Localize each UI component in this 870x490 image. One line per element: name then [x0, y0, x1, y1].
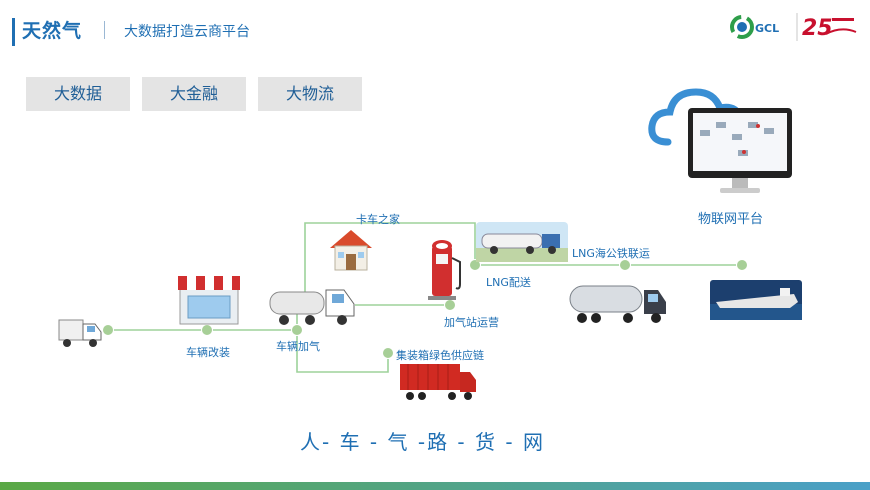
gcl-logo-text: GCL: [755, 22, 779, 35]
lng-dist-label: LNG配送: [486, 276, 531, 289]
small-truck-icon: [58, 319, 102, 347]
dot-vehicle-fuel: [291, 324, 303, 336]
lng-ship-icon: [710, 280, 802, 320]
tanker-semi-icon: [569, 285, 666, 323]
station-ops-label: 加气站运营: [444, 316, 499, 329]
title-divider: [104, 21, 105, 39]
page-title: 天然气: [22, 20, 83, 42]
gcl-logo: GCL: [730, 15, 779, 39]
gas-pump-icon: [428, 240, 461, 300]
dot-start: [102, 324, 114, 336]
anniversary-logo-text: 25: [802, 16, 833, 41]
dot-end: [736, 259, 748, 271]
connector-truck-home: [304, 222, 476, 305]
vehicle-fuel-label: 车辆加气: [276, 340, 320, 353]
lng-trucks-icon: [476, 222, 568, 262]
iot-platform-label: 物联网平台: [698, 212, 764, 227]
anniversary-logo: 25: [796, 13, 857, 41]
truck-home-label: 卡车之家: [356, 213, 400, 226]
multimodal-label: LNG海公铁联运: [572, 247, 650, 260]
dot-container: [382, 347, 394, 359]
dot-multimodal: [619, 259, 631, 271]
tab-big-finance[interactable]: 大金融: [142, 77, 246, 111]
house-icon: [330, 230, 372, 271]
container-truck-icon: [400, 364, 476, 400]
vehicle-mod-label: 车辆改装: [186, 346, 230, 359]
slogan: 人- 车 - 气 -路 - 货 - 网: [300, 430, 545, 454]
storefront-icon: [178, 276, 240, 325]
dot-lng-dist: [469, 259, 481, 271]
connector-main-container: [108, 329, 389, 373]
page-subtitle: 大数据打造云商平台: [124, 24, 250, 40]
tab-big-logistics[interactable]: 大物流: [258, 77, 362, 111]
bottom-accent-bar: [0, 482, 870, 490]
header-accent-bar: [12, 18, 15, 46]
dot-vehicle-mod: [201, 324, 213, 336]
tab-big-data[interactable]: 大数据: [26, 77, 130, 111]
tanker-truck-icon: [269, 289, 355, 325]
iot-platform-monitor-icon: [648, 88, 792, 193]
container-label: 集装箱绿色供应链: [396, 349, 484, 362]
